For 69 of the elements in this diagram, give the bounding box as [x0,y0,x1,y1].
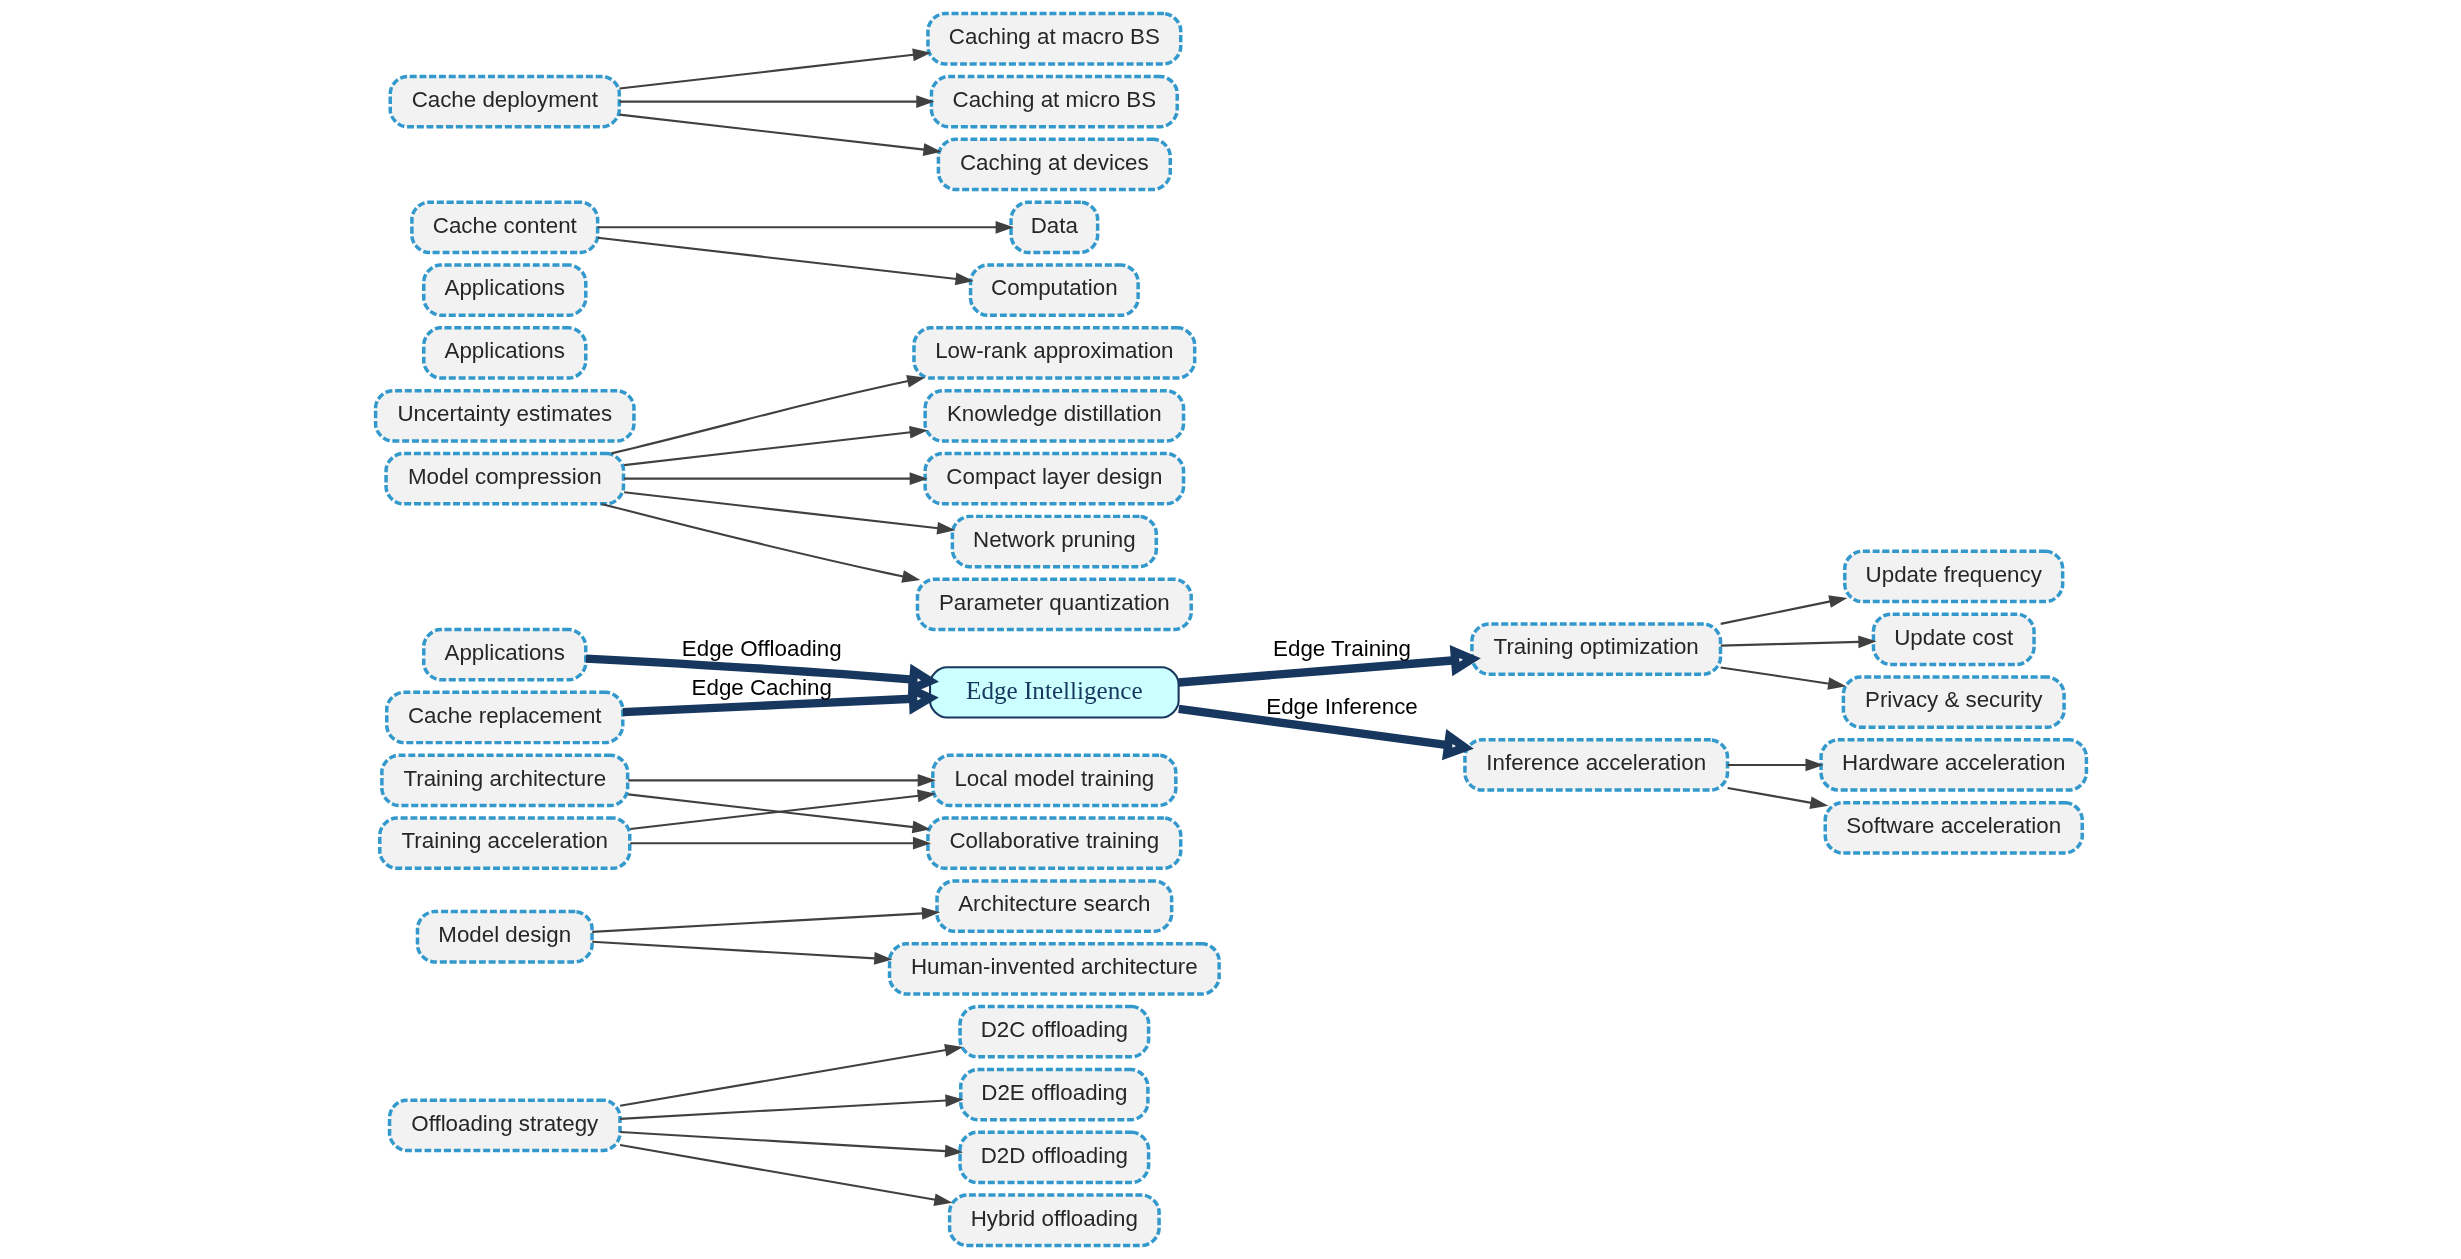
arrow [591,940,892,965]
node-box: Cache content [409,200,599,255]
arrow [1177,644,1481,687]
node-box: Training architecture [379,753,629,808]
node-box: Local model training [930,753,1178,808]
arrow [622,683,939,717]
arrow [1719,595,1847,625]
arrow [1177,704,1474,761]
node-box: Model design [415,909,594,964]
node-box: Applications [421,263,587,317]
arrow [619,1144,952,1206]
node-box: Human-invented architecture [887,942,1221,996]
arrow [585,654,939,695]
arrow [623,491,955,535]
arrow [591,907,940,933]
arrow [610,374,925,455]
node-box: Applications [421,627,587,682]
node-box: D2C offloading [957,1004,1150,1059]
node-box: Cache replacement [384,690,625,745]
edge-label: Edge Inference [1265,694,1418,720]
arrow [1727,758,1824,772]
node-box: Inference acceleration [1462,738,1729,792]
node-box: Update cost [1871,612,2036,667]
node-box: Low-rank approximation [911,326,1196,380]
arrow [619,1130,963,1158]
arrow [600,502,920,583]
node-box: Privacy & security [1841,675,2066,729]
node-box: Compact layer design [922,451,1185,506]
node-box: Edge Intelligence [928,666,1180,719]
arrow [627,773,936,787]
node-box: Hybrid offloading [947,1193,1161,1248]
arrow [629,836,931,850]
arrow [619,1094,964,1120]
edge-label: Edge Offloading [681,635,842,661]
node-box: Parameter quantization [915,577,1193,632]
node-box: Collaborative training [925,816,1182,871]
node-box: Applications [421,326,587,380]
arrow [619,1043,963,1107]
node-box: Offloading strategy [387,1098,622,1153]
edge-label: Edge Training [1272,635,1411,661]
node-box: Computation [968,263,1140,317]
node-box: Caching at devices [936,137,1172,192]
node-box: D2E offloading [958,1067,1150,1122]
arrow [618,95,934,108]
node-box: Training optimization [1469,622,1722,676]
edge-label: Edge Caching [691,674,832,700]
node-box: Cache deployment [388,74,621,129]
arrow [623,472,928,486]
node-box: Training acceleration [377,816,631,871]
node-box: Uncertainty estimates [373,388,636,443]
node-box: Network pruning [950,514,1158,569]
arrow [618,48,931,90]
node-box: Software acceleration [1823,800,2084,855]
arrow [1720,635,1876,649]
arrow [597,236,974,286]
arrow [1727,787,1828,809]
arrow [618,113,942,156]
arrow [1720,666,1846,690]
node-box: Knowledge distillation [922,388,1185,443]
arrow [597,220,1014,234]
node-box: Caching at macro BS [925,11,1182,66]
node-box: Model compression [383,451,625,506]
node-box: Data [1008,200,1099,255]
node-box: Caching at micro BS [929,74,1179,129]
node-box: Architecture search [934,879,1173,933]
arrow [623,425,928,467]
node-box: Update frequency [1842,549,2064,604]
node-box: D2D offloading [957,1130,1150,1185]
node-box: Hardware acceleration [1818,738,2088,792]
